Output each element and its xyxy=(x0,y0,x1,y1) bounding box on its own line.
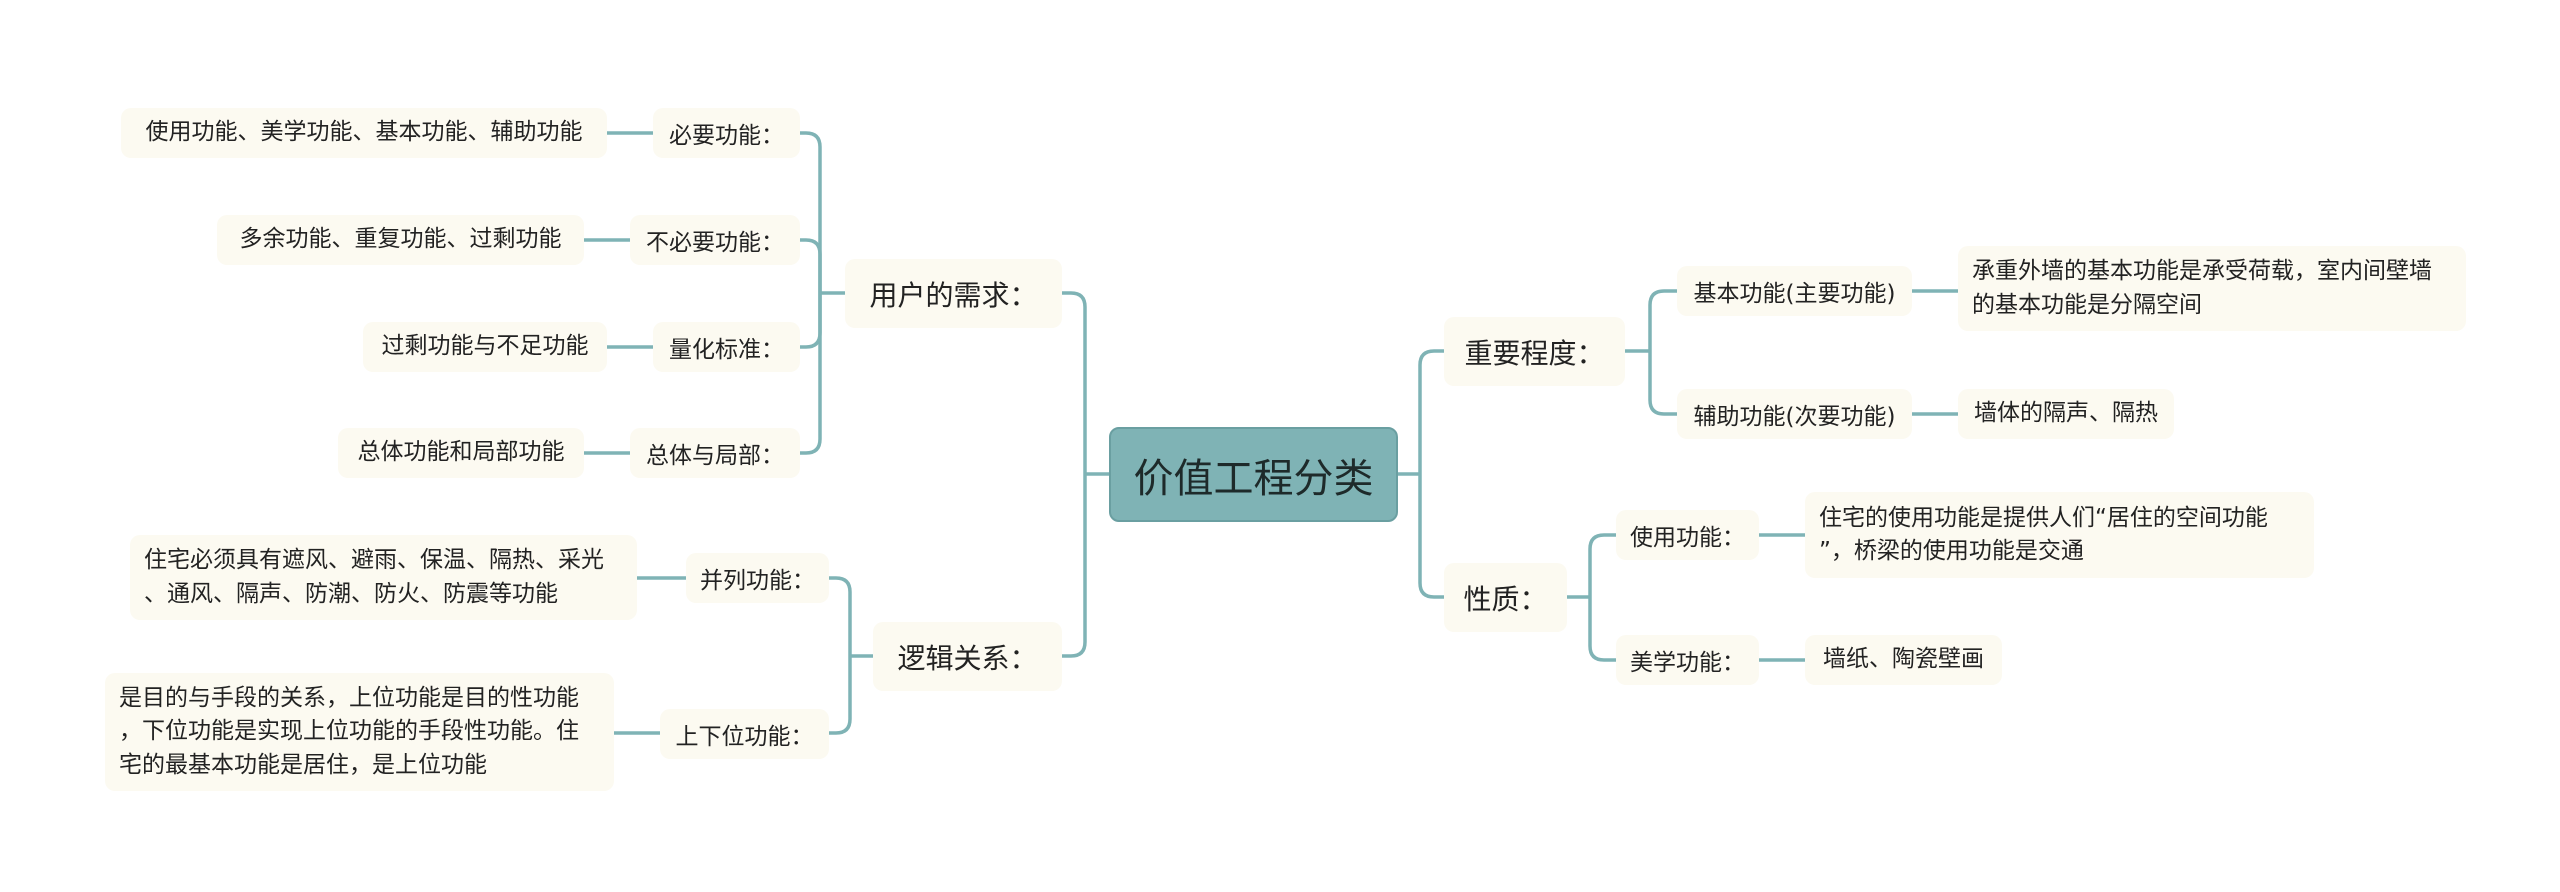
leaf-whole-part[interactable]: 总体功能和局部功能 xyxy=(338,428,584,478)
node-label: 量化标准： xyxy=(669,337,784,363)
node-importance[interactable]: 重要程度： xyxy=(1444,317,1625,386)
leaf-unnecessary[interactable]: 多余功能、重复功能、过剩功能 xyxy=(217,215,584,265)
leaf-use-function[interactable]: 住宅的使用功能是提供人们“居住的空间功能 ”，桥梁的使用功能是交通 xyxy=(1805,492,2314,578)
node-label: 美学功能： xyxy=(1630,650,1745,676)
connector-line xyxy=(829,656,852,735)
node-label: 并列功能： xyxy=(700,568,815,594)
node-auxiliary-function[interactable]: 辅助功能(次要功能) xyxy=(1677,389,1912,439)
leaf-text: 多余功能、重复功能、过剩功能 xyxy=(239,226,562,253)
leaf-line: 的基本功能是分隔空间 xyxy=(1972,291,2202,318)
leaf-basic-function[interactable]: 承重外墙的基本功能是承受荷载，室内间壁墙 的基本功能是分隔空间 xyxy=(1958,246,2466,331)
node-use-function[interactable]: 使用功能： xyxy=(1616,510,1759,560)
leaf-line: 住宅必须具有遮风、避雨、保温、隔热、采光 xyxy=(144,547,604,574)
leaf-line: 承重外墙的基本功能是承受荷载，室内间壁墙 xyxy=(1972,258,2432,285)
connector-line xyxy=(800,238,822,293)
node-whole-part[interactable]: 总体与局部： xyxy=(630,428,800,478)
leaf-text: 墙纸、陶瓷壁画 xyxy=(1823,646,1984,673)
node-label: 辅助功能(次要功能) xyxy=(1693,404,1896,430)
leaf-text: 使用功能、美学功能、基本功能、辅助功能 xyxy=(145,119,583,146)
leaf-text: 总体功能和局部功能 xyxy=(357,439,565,466)
node-label: 上下位功能： xyxy=(675,724,814,750)
connector-line xyxy=(800,293,822,349)
leaf-line: 住宅的使用功能是提供人们“居住的空间功能 xyxy=(1819,504,2268,531)
node-label: 基本功能(主要功能) xyxy=(1693,281,1896,307)
leaf-line: 是目的与手段的关系，上位功能是目的性功能 xyxy=(119,684,579,711)
node-label: 使用功能： xyxy=(1630,525,1745,551)
connector-line xyxy=(1648,289,1677,351)
node-nature[interactable]: 性质： xyxy=(1444,563,1567,632)
leaf-quantify[interactable]: 过剩功能与不足功能 xyxy=(363,322,607,372)
node-label: 性质： xyxy=(1463,582,1548,616)
leaf-line: ，下位功能是实现上位功能的手段性功能。住 xyxy=(119,718,579,745)
leaf-line: ”，桥梁的使用功能是交通 xyxy=(1819,538,2084,564)
root-label: 价值工程分类 xyxy=(1133,455,1374,502)
leaf-parallel[interactable]: 住宅必须具有遮风、避雨、保温、隔热、采光 、通风、隔声、防潮、防火、防震等功能 xyxy=(130,535,637,620)
connector-line xyxy=(1062,291,1087,474)
node-label: 不必要功能： xyxy=(646,230,784,256)
node-necessary[interactable]: 必要功能： xyxy=(653,108,800,158)
node-label: 总体与局部： xyxy=(646,443,784,469)
connector-line xyxy=(1418,474,1444,599)
leaf-line: 宅的最基本功能是居住，是上位功能 xyxy=(119,751,487,778)
node-unnecessary[interactable]: 不必要功能： xyxy=(630,215,800,265)
leaf-hierarchical[interactable]: 是目的与手段的关系，上位功能是目的性功能 ，下位功能是实现上位功能的手段性功能。… xyxy=(105,673,614,791)
root-node[interactable]: 价值工程分类 xyxy=(1109,427,1398,522)
connector-line xyxy=(1588,597,1616,662)
node-label: 必要功能： xyxy=(669,123,784,149)
node-quantify[interactable]: 量化标准： xyxy=(653,322,800,372)
node-aesthetic-function[interactable]: 美学功能： xyxy=(1616,635,1759,685)
node-logic[interactable]: 逻辑关系： xyxy=(873,622,1062,691)
connector-line xyxy=(1588,533,1616,597)
leaf-necessary[interactable]: 使用功能、美学功能、基本功能、辅助功能 xyxy=(121,108,607,158)
node-user-needs[interactable]: 用户的需求： xyxy=(845,259,1062,328)
node-label: 重要程度： xyxy=(1464,336,1605,370)
connector-line xyxy=(1062,474,1087,658)
connector-line xyxy=(1648,351,1677,416)
node-parallel[interactable]: 并列功能： xyxy=(686,553,829,603)
connector-line xyxy=(829,576,852,656)
leaf-auxiliary-function[interactable]: 墙体的隔声、隔热 xyxy=(1958,389,2174,439)
leaf-line: 、通风、隔声、防潮、防火、防震等功能 xyxy=(144,580,558,607)
leaf-text: 过剩功能与不足功能 xyxy=(381,333,589,360)
connector-line xyxy=(800,131,822,293)
leaf-text: 墙体的隔声、隔热 xyxy=(1974,400,2158,427)
node-hierarchical[interactable]: 上下位功能： xyxy=(660,709,829,759)
node-label: 逻辑关系： xyxy=(897,641,1038,675)
connector-line xyxy=(800,293,822,455)
leaf-aesthetic-function[interactable]: 墙纸、陶瓷壁画 xyxy=(1805,635,2002,685)
node-basic-function[interactable]: 基本功能(主要功能) xyxy=(1677,266,1912,316)
node-label: 用户的需求： xyxy=(869,278,1038,312)
connector-line xyxy=(1418,349,1444,474)
